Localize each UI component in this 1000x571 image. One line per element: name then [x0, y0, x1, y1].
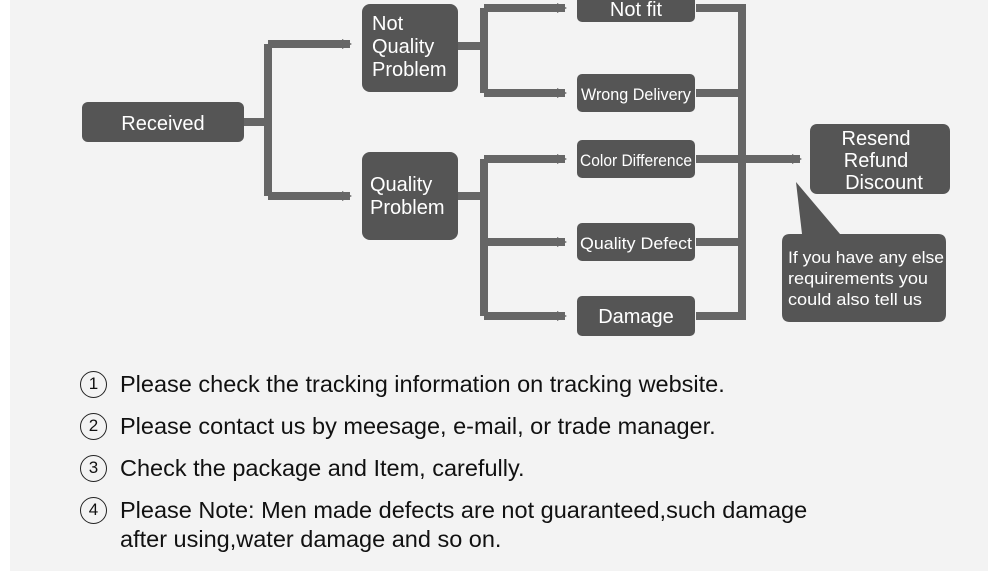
node-received: Received: [82, 102, 244, 142]
svg-text:Not: Not: [372, 13, 404, 35]
svg-text:Wrong Delivery: Wrong Delivery: [581, 85, 691, 104]
svg-text:Color Difference: Color Difference: [580, 151, 692, 170]
left-margin: [0, 0, 10, 571]
note-text-3: Check the package and Item, carefully.: [120, 455, 525, 481]
node-wrong-delivery: Wrong Delivery: [577, 74, 695, 112]
note-text-2: Please contact us by meesage, e-mail, or…: [120, 413, 716, 439]
svg-text:Damage: Damage: [598, 306, 674, 328]
node-damage: Damage: [577, 296, 695, 336]
svg-text:Received: Received: [121, 113, 204, 135]
note-number-1: 1: [80, 371, 107, 398]
node-quality-defect: Quality Defect: [577, 223, 695, 261]
callout-note: If you have any else requirements you co…: [782, 182, 946, 322]
svg-text:If you have any else: If you have any else: [788, 248, 944, 267]
note-number-2: 2: [80, 413, 107, 440]
note-text-4-line-2: after using,water damage and so on.: [120, 526, 502, 552]
node-not-quality-problem: Not Quality Problem: [362, 4, 458, 92]
node-quality-problem: Quality Problem: [362, 152, 458, 240]
svg-text:Problem: Problem: [370, 197, 444, 219]
node-outcome: Resend Refund Discount: [810, 124, 950, 194]
right-margin: [988, 0, 1000, 571]
svg-text:Quality Defect: Quality Defect: [580, 234, 692, 253]
return-process-flowchart: Received Not Quality Problem Quality Pro…: [82, 0, 950, 336]
note-number-3: 3: [80, 455, 107, 482]
node-color-difference: Color Difference: [577, 140, 695, 178]
note-number-4: 4: [80, 497, 107, 524]
note-4: 4 Please Note: Men made defects are not …: [80, 496, 960, 554]
note-1: 1 Please check the tracking information …: [80, 370, 960, 399]
notes-list: 1 Please check the tracking information …: [80, 370, 960, 567]
note-3: 3 Check the package and Item, carefully.: [80, 454, 960, 483]
note-text-4: Please Note: Men made defects are not gu…: [120, 497, 808, 523]
node-not-fit: Not fit: [577, 0, 695, 22]
note-2: 2 Please contact us by meesage, e-mail, …: [80, 412, 960, 441]
svg-text:requirements you: requirements you: [788, 269, 928, 288]
svg-text:Quality: Quality: [370, 174, 432, 196]
svg-text:could also tell us: could also tell us: [788, 290, 922, 309]
note-text-1: Please check the tracking information on…: [120, 371, 725, 397]
connectors: [244, 3, 802, 321]
svg-text:Problem: Problem: [372, 59, 446, 81]
svg-text:Quality: Quality: [372, 36, 434, 58]
svg-text:Not fit: Not fit: [610, 0, 663, 21]
svg-text:Discount: Discount: [845, 172, 923, 194]
svg-text:Refund: Refund: [844, 150, 909, 172]
svg-text:Resend: Resend: [842, 128, 911, 150]
